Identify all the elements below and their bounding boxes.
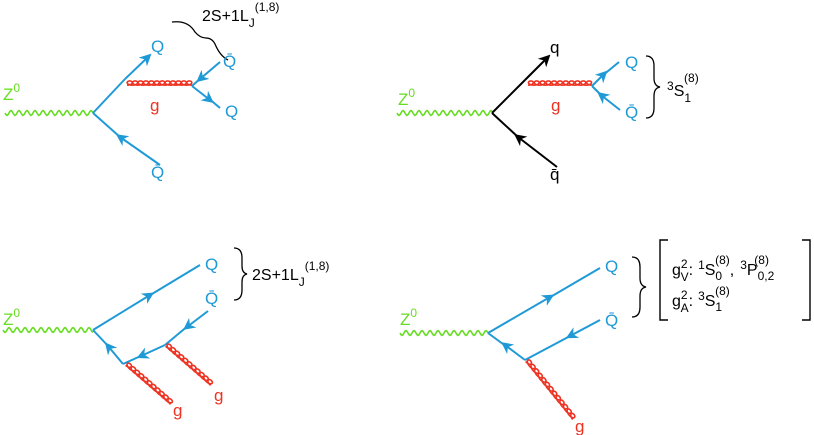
pair-antiquark-arrow-2 [597,92,621,111]
state-label-3: 2S+1LJ(1,8) [252,259,329,289]
boson-label-4: Z0 [400,306,417,329]
pair-quark-label-2: Q [625,53,638,72]
gluon-label-4: g [575,417,584,435]
bracket-right-4 [802,239,811,321]
pair-antiquark-arrow-1 [196,61,221,83]
quark-label-2: q [550,38,559,57]
bracket-left-4 [659,239,668,321]
gluon-line-1 [126,80,193,86]
quark-line-4 [487,294,555,334]
antiquark-label-2: q̄ [550,165,559,184]
antiquark-line-1 [116,134,161,166]
internal-line-4b [487,332,508,348]
brace-4 [631,256,647,318]
gluon-line-2 [527,80,593,86]
gluon-label-3b: g [214,386,223,405]
antiquark-line-2b [491,112,519,138]
pair-quark-line-1b [206,96,221,109]
quark-arrow-1 [124,53,152,80]
quark-line-3b [146,264,201,298]
gluon-label-2: g [551,96,560,115]
diagram-3: Z0 Q Q̄ g g 2S+1LJ(1,8) [2,247,329,420]
pair-antiquark-label-1: Q̄ [223,52,236,71]
gluon-label-3a: g [173,401,182,420]
internal-line-4 [501,342,526,361]
z-boson-line-3 [2,326,94,334]
boson-label-2: Z0 [398,86,415,109]
quark-line-1 [92,78,126,114]
internal-line-3d [92,329,111,349]
gluon-label-1: g [150,96,159,115]
antiquark-line-4b [524,334,573,361]
pair-antiquark-label-2: Q̄ [625,103,638,122]
gluon-line-3b [165,343,214,386]
pair-quark-line-2b [601,61,620,77]
boson-label-3: Z0 [3,306,20,329]
state-label-2: 3S1(8) [667,71,699,105]
z-boson-line-1 [4,109,94,117]
antiquark-line-1b [92,112,121,138]
quark-label-1: Q [151,37,164,56]
brace-1 [171,21,229,61]
z-boson-line-2 [396,109,493,117]
gluon-line-4 [525,359,576,420]
quark-label-4: Q [605,257,618,276]
internal-line-3b [122,354,144,365]
antiquark-label-4: Q̄ [605,311,618,330]
diagram-1: Z0 Q Q̄ g Q̄ Q 2S+1LJ(1,8) [3,0,279,182]
state-label-1: 2S+1LJ(1,8) [202,0,279,30]
boson-label-1: Z0 [3,81,20,104]
diagram-2: Z0 q q̄ g Q Q̄ 3S1(8) [396,38,699,184]
quark-line-3 [92,292,155,331]
quark-arrow-2 [524,54,551,81]
antiquark-label-3: Q̄ [205,289,218,308]
quark-label-3: Q [205,255,218,274]
antiquark-line-3b [164,324,190,346]
antiquark-line-4 [565,319,601,339]
quark-line-4b [546,267,601,300]
antiquark-label-1: Q̄ [151,163,164,182]
gluon-line-3a [125,362,174,405]
antiquark-line-3 [183,310,209,330]
z-boson-line-4 [399,329,489,337]
brace-3 [233,247,248,301]
quark-line-2 [491,79,526,114]
antiquark-line-2 [514,134,558,168]
pair-quark-label-1: Q [225,102,238,121]
internal-line-3c [104,342,124,365]
brace-2 [645,55,661,119]
internal-line-3 [136,344,166,359]
